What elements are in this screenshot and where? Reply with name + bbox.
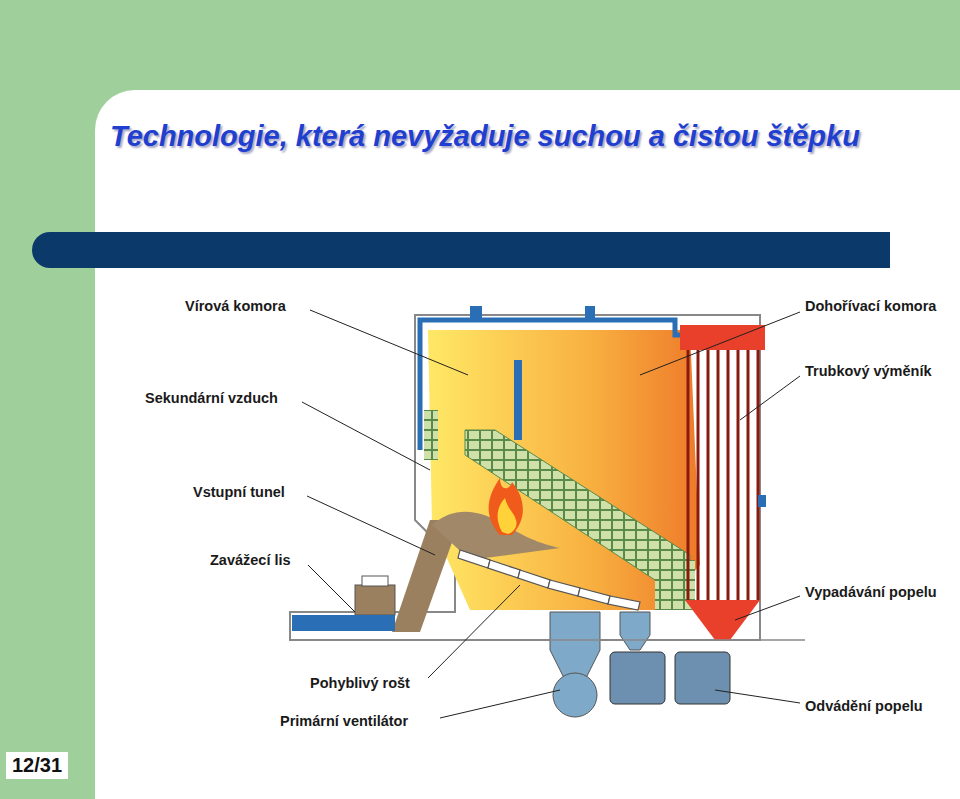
feed-hopper [355, 585, 395, 615]
exchanger-tubes [688, 350, 758, 600]
brick-wall [424, 410, 438, 460]
part-label: Zavážecí lis [210, 552, 291, 568]
part-label: Sekundární vzduch [145, 390, 278, 406]
ash-bin [610, 652, 665, 704]
part-label: Primární ventilátor [280, 713, 408, 729]
flame [489, 478, 523, 535]
part-label: Vírová komora [185, 298, 286, 314]
header-bar [32, 232, 890, 268]
pipe [420, 320, 690, 450]
header-bar [872, 232, 890, 268]
air-duct [550, 612, 600, 680]
pipe [470, 306, 482, 320]
ram [292, 615, 395, 631]
ash-funnel [685, 600, 760, 640]
pipe [585, 306, 595, 320]
part-label: Odvádění popelu [805, 698, 923, 714]
pipe [514, 360, 522, 440]
brick-wall [465, 430, 690, 580]
boiler-housing [290, 315, 760, 640]
pipe [758, 495, 766, 507]
part-label: Dohořívací komora [805, 298, 936, 314]
part-label: Pohyblivý rošt [310, 675, 410, 691]
ash-chute [620, 612, 650, 650]
floor [290, 639, 805, 641]
moving-grate [458, 550, 640, 610]
part-label: Trubkový výměník [805, 363, 932, 379]
exchanger-header [680, 325, 765, 350]
part-label: Vstupní tunel [193, 484, 285, 500]
ash-bin [675, 652, 730, 704]
page-number: 12/31 [6, 752, 68, 779]
feed-hopper [362, 576, 388, 586]
slide-title: Technologie, která nevyžaduje suchou a č… [110, 120, 860, 153]
leader-line [302, 310, 800, 718]
flame [498, 498, 517, 534]
primary-fan [553, 673, 597, 717]
combustion-chamber [428, 330, 700, 610]
part-label: Vypadávání popelu [805, 584, 937, 600]
